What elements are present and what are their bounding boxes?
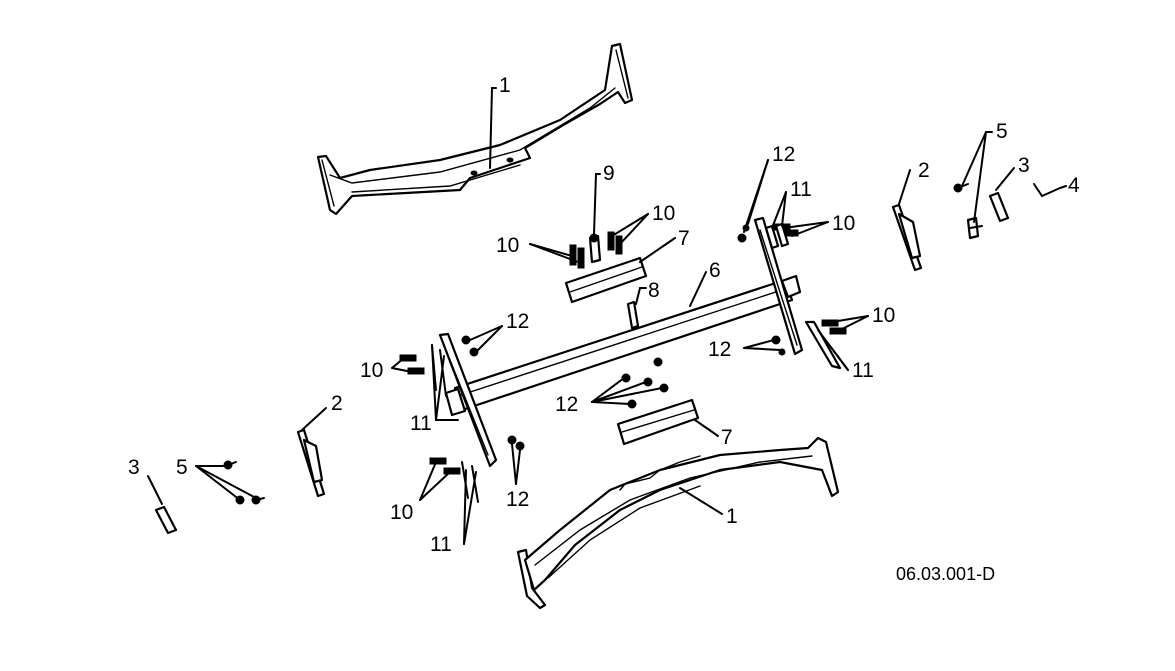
diagram-reference-code: 06.03.001-D bbox=[896, 564, 995, 584]
label-screws-10-lower: 10 bbox=[390, 501, 413, 524]
tube-part bbox=[444, 274, 802, 417]
nuts-12-lower: 12 bbox=[506, 435, 529, 511]
callout-rod: 4 bbox=[1059, 174, 1080, 197]
clips-11-upper-right: 11 bbox=[764, 178, 812, 250]
label-pin-8: 8 bbox=[648, 279, 660, 302]
nuts-12-right: 12 bbox=[708, 335, 786, 361]
callout-left-small-plate: 3 bbox=[128, 456, 163, 505]
label-nuts-12-center: 12 bbox=[555, 393, 578, 416]
left-disc-part bbox=[438, 332, 498, 468]
label-pin-9: 9 bbox=[603, 162, 615, 185]
clips-11-left: 11 bbox=[410, 344, 459, 435]
upper-bracket-part bbox=[564, 256, 648, 304]
label-left-small-plate: 3 bbox=[128, 456, 140, 479]
label-screws-10-right: 10 bbox=[872, 304, 895, 327]
label-clips-11-upper-right: 11 bbox=[790, 178, 812, 201]
label-right-bolts: 5 bbox=[996, 120, 1008, 143]
right-small-plate-part bbox=[988, 191, 1010, 223]
screws-10-upper-left: 10 bbox=[496, 234, 585, 269]
label-screws-10-left: 10 bbox=[360, 359, 383, 382]
lower-bracket-part bbox=[616, 398, 700, 446]
nuts-12-upper-left: 12 bbox=[461, 310, 529, 357]
label-upper-bracket: 7 bbox=[678, 227, 690, 250]
nuts-12-center: 12 bbox=[555, 357, 669, 416]
callout-right-bolts: 5 bbox=[961, 120, 1008, 223]
label-lower-bracket: 7 bbox=[721, 426, 733, 449]
label-clips-11-lower: 11 bbox=[430, 533, 452, 556]
callout-upper-bracket: 7 bbox=[639, 227, 690, 263]
callout-left-endcap: 2 bbox=[301, 392, 343, 431]
label-nuts-12-right: 12 bbox=[708, 338, 731, 361]
screws-10-upper-mid: 10 bbox=[607, 202, 675, 255]
label-right-endcap: 2 bbox=[918, 159, 930, 182]
label-tube: 6 bbox=[709, 259, 721, 282]
callout-rear-bumper: 1 bbox=[679, 487, 738, 528]
front-bumper-part bbox=[316, 42, 634, 216]
clips-11-right: 11 bbox=[804, 320, 874, 382]
label-clips-11-left: 11 bbox=[410, 412, 432, 435]
label-rear-bumper: 1 bbox=[726, 505, 738, 528]
rod-part bbox=[1033, 183, 1061, 198]
callout-right-endcap: 2 bbox=[898, 159, 930, 205]
screws-10-left: 10 bbox=[360, 354, 425, 382]
label-right-small-plate: 3 bbox=[1018, 154, 1030, 177]
callout-pin-9: 9 bbox=[593, 162, 615, 235]
right-endcap-part bbox=[891, 203, 923, 272]
label-rod: 4 bbox=[1068, 174, 1080, 197]
label-clips-11-right: 11 bbox=[852, 359, 874, 382]
callout-left-bolts: 5 bbox=[176, 456, 257, 501]
label-front-bumper: 1 bbox=[499, 74, 511, 97]
callout-tube: 6 bbox=[689, 259, 721, 307]
label-nuts-12-upper-right: 12 bbox=[772, 143, 795, 166]
left-small-plate-part bbox=[154, 505, 178, 535]
pin-9-part bbox=[588, 233, 602, 264]
left-endcap-part bbox=[296, 428, 326, 498]
pin-8-part bbox=[626, 300, 640, 330]
rear-bumper-part bbox=[516, 436, 840, 610]
screws-10-right: 10 bbox=[821, 304, 895, 335]
screws-10-lower: 10 bbox=[390, 457, 461, 524]
nuts-12-upper-right: 12 bbox=[737, 143, 795, 243]
callout-pin-8: 8 bbox=[635, 279, 660, 305]
screws-10-upper-right: 10 bbox=[773, 212, 855, 237]
callout-right-small-plate: 3 bbox=[995, 154, 1030, 191]
label-screws-10-upper-mid: 10 bbox=[652, 202, 675, 225]
right-bolts-part bbox=[953, 183, 983, 240]
label-screws-10-upper-left: 10 bbox=[496, 234, 519, 257]
right-disc-part bbox=[753, 216, 804, 356]
label-screws-10-upper-right: 10 bbox=[832, 212, 855, 235]
label-nuts-12-lower: 12 bbox=[506, 488, 529, 511]
label-left-endcap: 2 bbox=[331, 392, 343, 415]
label-nuts-12-upper-left: 12 bbox=[506, 310, 529, 333]
callout-front-bumper: 1 bbox=[489, 74, 511, 169]
callout-lower-bracket: 7 bbox=[694, 419, 733, 449]
left-bolts-part bbox=[223, 460, 265, 505]
clips-11-lower: 11 bbox=[430, 461, 479, 556]
label-left-bolts: 5 bbox=[176, 456, 188, 479]
